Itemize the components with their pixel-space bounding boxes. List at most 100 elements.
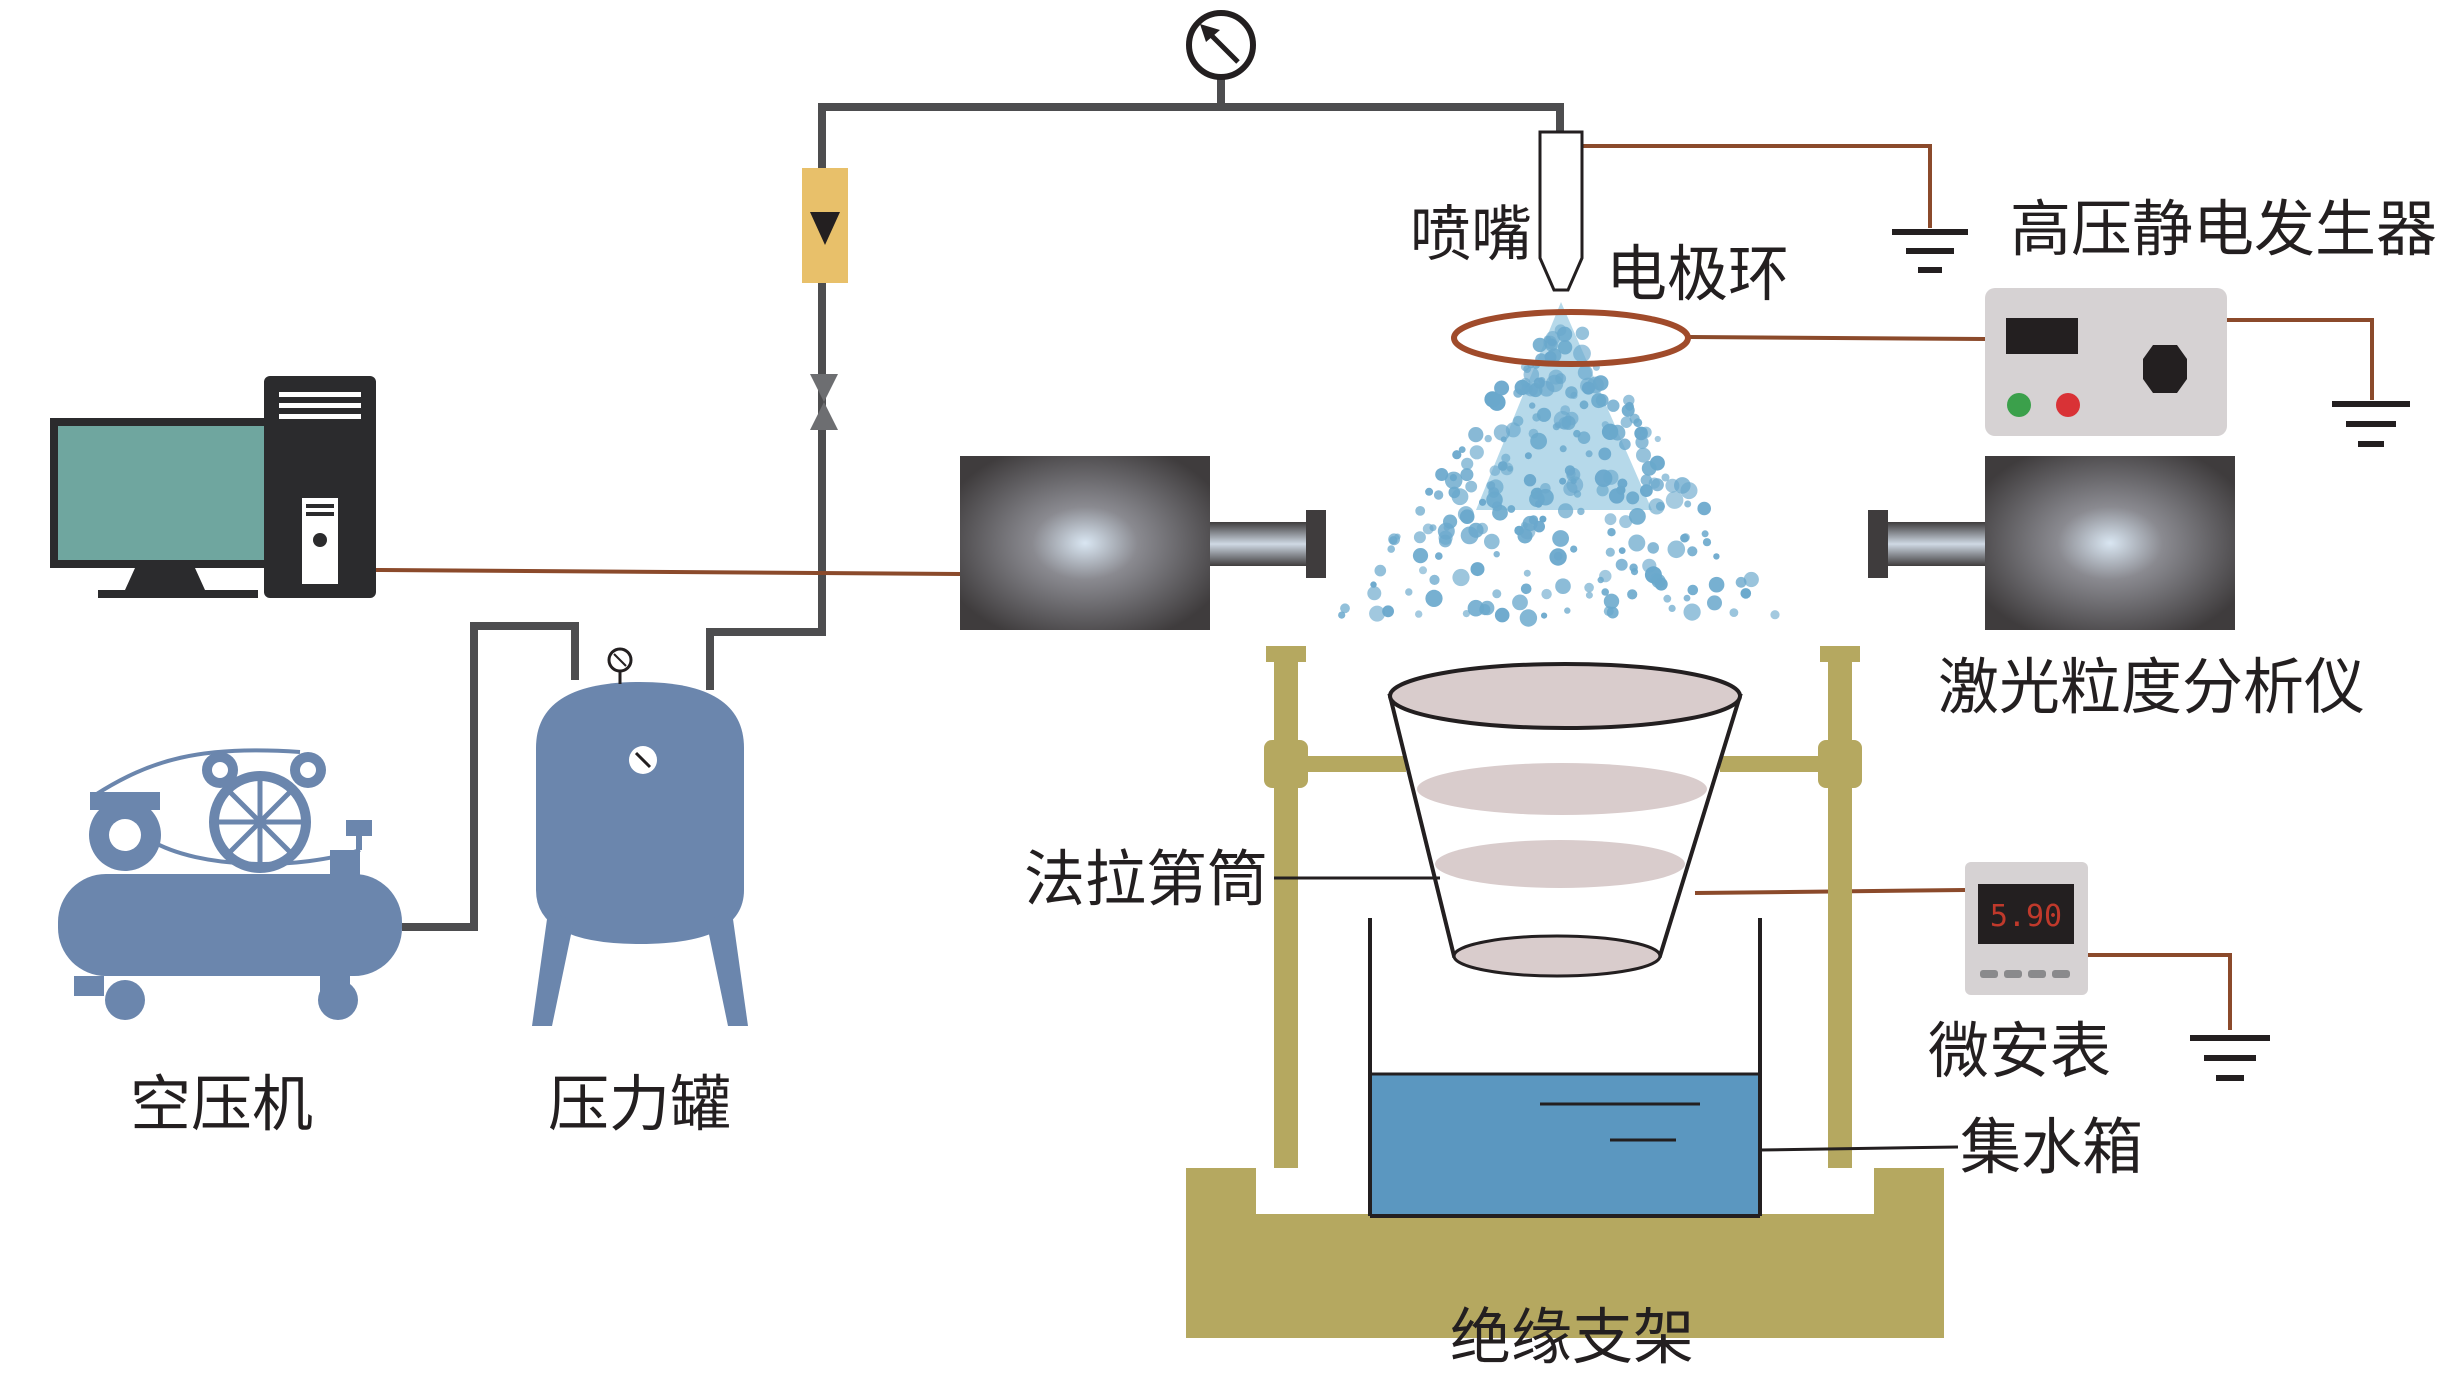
droplet <box>1641 461 1657 476</box>
droplet <box>1524 452 1532 460</box>
pressure-gauge-icon <box>1186 10 1256 104</box>
droplet <box>1429 574 1440 586</box>
droplet <box>1663 594 1672 603</box>
droplet <box>1615 558 1628 571</box>
label-nozzle: 喷嘴 <box>1410 199 1532 270</box>
nozzle-icon <box>1538 130 1584 292</box>
computer-icon <box>50 376 376 598</box>
droplet <box>1449 474 1457 482</box>
droplet <box>1415 506 1426 516</box>
droplet <box>1484 391 1501 408</box>
droplet <box>1412 548 1429 564</box>
droplet <box>1630 568 1639 576</box>
droplet <box>1523 474 1537 487</box>
droplet <box>1644 566 1662 584</box>
droplet <box>1512 594 1528 611</box>
droplet <box>1452 568 1470 587</box>
droplet <box>1683 594 1691 602</box>
droplet <box>1575 326 1590 340</box>
droplet <box>1514 379 1531 396</box>
droplet <box>1648 477 1660 489</box>
droplet <box>1603 593 1620 609</box>
ground-icon <box>2332 401 2410 447</box>
ground-icon <box>2190 1035 2270 1081</box>
droplet <box>1629 508 1646 525</box>
label-insulating-stand: 绝缘支架 <box>1450 1302 1694 1373</box>
droplet <box>1605 547 1615 557</box>
droplet <box>1628 534 1646 552</box>
droplet <box>1429 524 1437 532</box>
droplet <box>1555 578 1571 594</box>
droplet <box>1435 468 1449 481</box>
droplet <box>1592 375 1609 391</box>
droplet <box>1577 507 1585 516</box>
droplet <box>1729 608 1739 617</box>
droplet <box>1433 490 1444 500</box>
droplet <box>1452 450 1462 460</box>
droplet <box>1626 491 1640 505</box>
faraday-cup-icon <box>1387 662 1743 978</box>
droplet <box>1684 500 1692 508</box>
droplet <box>1501 453 1511 463</box>
droplet <box>1369 605 1386 622</box>
droplet <box>1563 481 1578 496</box>
droplet <box>1448 486 1461 499</box>
droplet <box>1480 600 1495 616</box>
droplet <box>1598 447 1612 461</box>
droplet <box>1484 434 1492 443</box>
droplet <box>1461 457 1474 470</box>
label-water-tank: 集水箱 <box>1960 1112 2143 1183</box>
label-hv-generator: 高压静电发生器 <box>2010 194 2437 265</box>
droplet <box>1597 576 1604 584</box>
droplet <box>1507 505 1516 513</box>
droplet <box>1419 566 1427 575</box>
droplet <box>1548 369 1564 385</box>
droplet <box>1425 487 1434 496</box>
droplet <box>1743 571 1759 588</box>
droplet <box>1584 582 1594 593</box>
droplet <box>1681 533 1690 542</box>
electrode-ring-icon <box>1451 309 1691 367</box>
droplet <box>1388 533 1400 546</box>
droplet <box>1387 545 1395 553</box>
droplet <box>1460 526 1479 545</box>
droplet <box>1553 411 1572 429</box>
droplet <box>1667 540 1686 559</box>
droplet <box>1492 504 1508 521</box>
laser-emitter-icon <box>960 456 1326 630</box>
droplets <box>1338 324 1780 627</box>
droplet <box>1489 465 1501 477</box>
droplet <box>1540 483 1551 494</box>
droplet <box>1458 446 1466 453</box>
droplet <box>1530 432 1547 450</box>
droplet <box>1609 424 1626 441</box>
droplet <box>1601 588 1609 596</box>
droplet <box>1564 607 1571 614</box>
droplet <box>1621 403 1635 417</box>
droplet <box>1533 520 1545 533</box>
droplet <box>1607 528 1616 537</box>
droplet <box>1654 435 1661 443</box>
droplet <box>1470 562 1485 577</box>
droplet <box>1702 538 1712 547</box>
droplet <box>1687 584 1699 596</box>
droplet <box>1405 588 1413 596</box>
droplet <box>1468 427 1484 443</box>
droplet <box>1680 482 1698 500</box>
droplet <box>1552 530 1569 547</box>
droplet <box>1437 522 1455 540</box>
droplet <box>1443 524 1451 531</box>
droplet <box>1374 564 1387 577</box>
droplet <box>1687 546 1698 557</box>
droplet <box>1493 551 1500 558</box>
droplet <box>1492 589 1502 599</box>
droplet <box>1549 548 1567 566</box>
flowmeter-icon <box>802 168 848 283</box>
droplet <box>1708 576 1725 593</box>
droplet <box>1735 576 1747 588</box>
droplet <box>1570 545 1578 553</box>
droplet <box>1467 599 1485 617</box>
water-tank-icon <box>1368 918 1762 1218</box>
droplet <box>1462 610 1470 618</box>
